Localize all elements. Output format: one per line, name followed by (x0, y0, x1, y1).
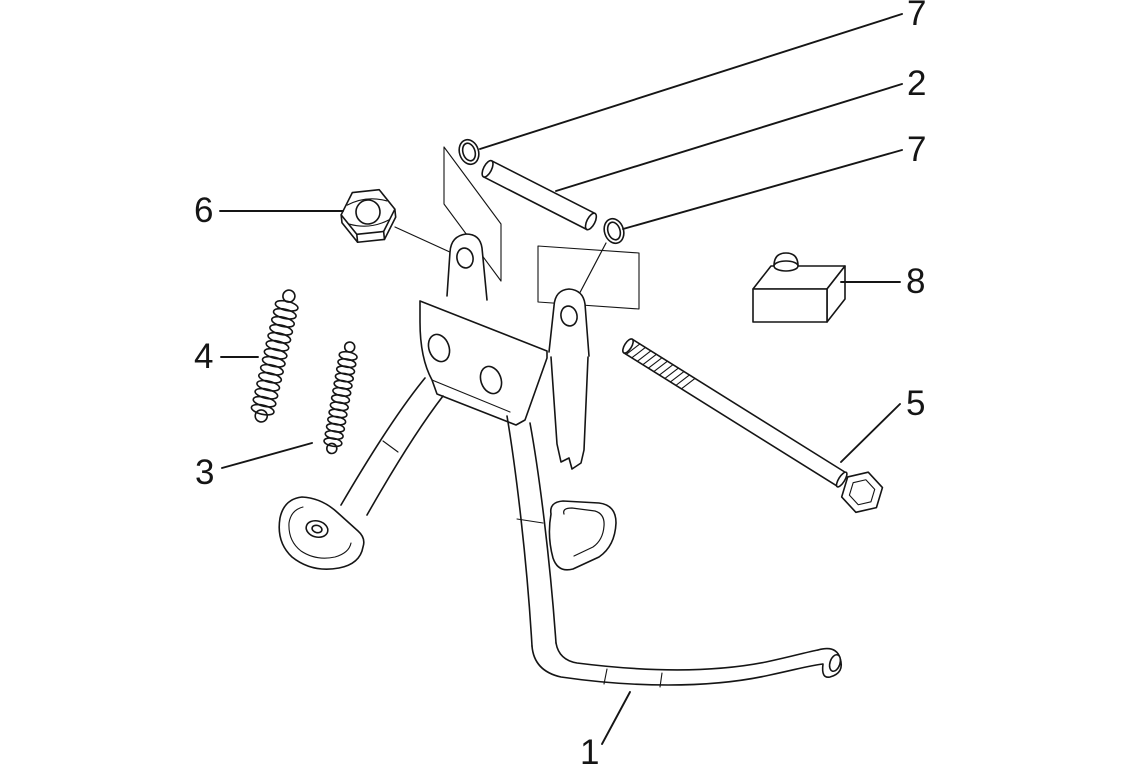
bolt-threaded-end (622, 338, 634, 354)
bolt-threads (625, 343, 696, 390)
leader-line-7-upper (479, 13, 903, 150)
lever-arm (531, 642, 843, 688)
alignment-plane-lower (537, 245, 640, 310)
main-leg (506, 415, 557, 647)
washer-lower (603, 217, 625, 245)
spring-coil (250, 299, 299, 416)
foot-pad (278, 496, 365, 570)
spring-hook-bottom (326, 442, 338, 455)
side-plate (550, 356, 589, 470)
mounting-bracket (419, 300, 548, 426)
long-bolt (622, 338, 884, 514)
leader-line-2 (555, 83, 903, 192)
hex-nut (340, 188, 397, 244)
bracket-hole-right (479, 365, 503, 395)
spring-holder-bracket (548, 500, 617, 571)
leader-lines (219, 13, 903, 745)
main-spring (250, 289, 299, 423)
pivot-pin (481, 159, 598, 231)
callout-label-2: 2 (907, 64, 927, 103)
callout-label-4: 4 (194, 337, 214, 376)
leader-line-5 (840, 403, 901, 463)
washer-upper (458, 138, 480, 166)
callout-label-3: 3 (195, 453, 215, 492)
callout-label-5: 5 (906, 384, 926, 423)
left-leg (340, 377, 444, 516)
nut-hole (355, 199, 381, 225)
secondary-spring (323, 341, 358, 455)
callout-label-6: 6 (194, 191, 214, 230)
bracket-hole-left (427, 333, 451, 363)
pivot-ear-right-hole (560, 305, 578, 327)
spring-hook-bottom (254, 409, 269, 423)
pin-axis-line (574, 242, 607, 303)
nut-axis-line (394, 226, 453, 254)
leader-line-3 (221, 442, 313, 469)
center-stand-body (278, 233, 843, 688)
callout-label-8: 8 (906, 262, 926, 301)
bolt-hex-head (840, 471, 884, 514)
pivot-ear-left-hole (456, 247, 474, 269)
alignment-plane-upper (443, 146, 502, 282)
rubber-buffer (752, 252, 846, 323)
callout-label-1: 1 (580, 733, 600, 768)
leader-line-7-lower (622, 149, 903, 230)
spring-coil (323, 350, 358, 448)
callout-label-7-upper: 7 (907, 0, 927, 33)
leader-line-1 (601, 691, 631, 745)
callout-label-7-lower: 7 (907, 130, 927, 169)
